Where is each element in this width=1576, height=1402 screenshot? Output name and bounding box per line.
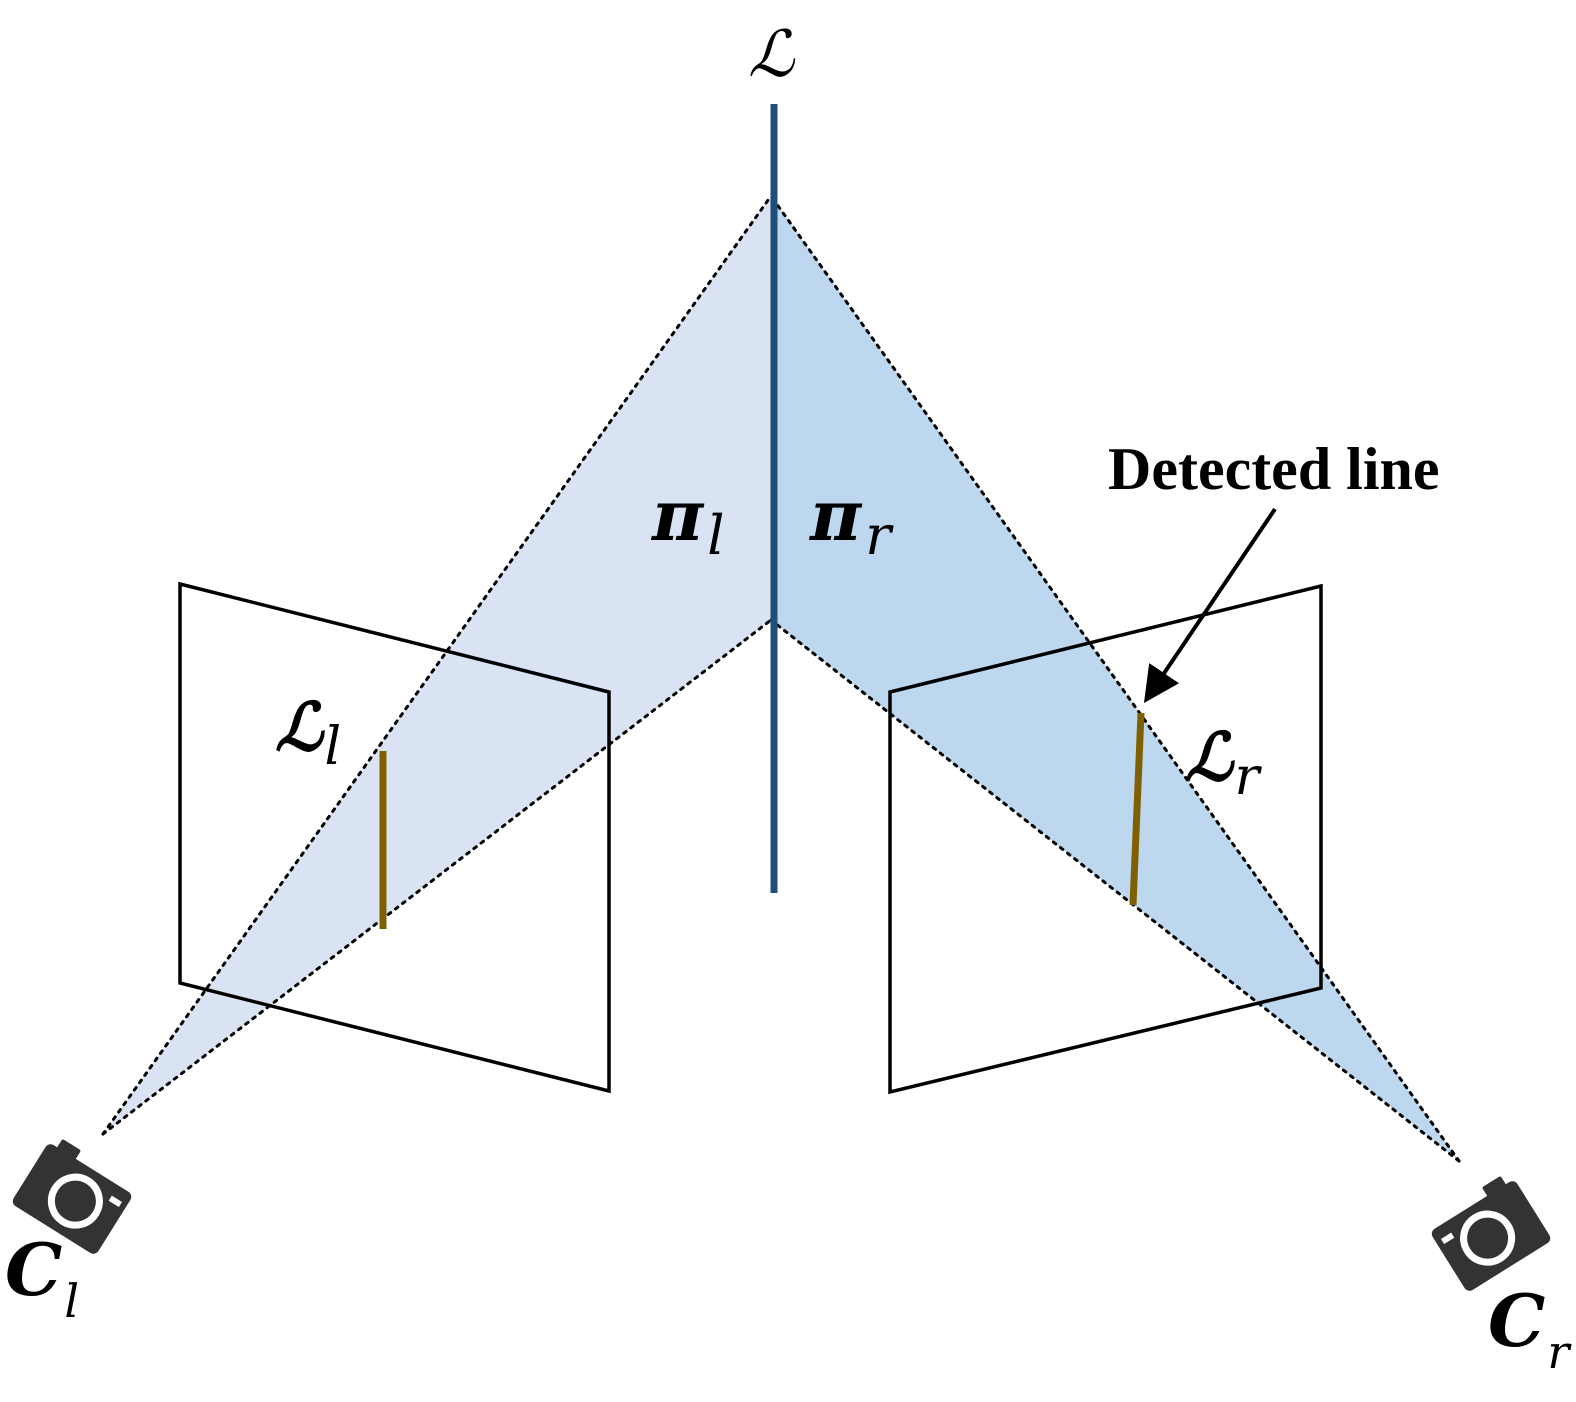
image-plane-left	[178, 581, 611, 1094]
label-line-3d: ℒ	[748, 18, 796, 92]
detected-line-arrow	[1143, 507, 1277, 703]
label-projected-line-right: ℒr	[1185, 718, 1263, 807]
image-plane-right	[888, 583, 1323, 1095]
projection-ray-left-top	[101, 194, 773, 1136]
camera-icon	[12, 1139, 132, 1254]
label-camera-left: Cl	[5, 1227, 79, 1328]
label-plane-right: πr	[808, 474, 894, 567]
label-plane-left: πl	[650, 474, 725, 567]
detected-line-label: Detected line	[1108, 436, 1440, 502]
projection-ray-right-bottom	[769, 618, 1461, 1163]
camera-icon	[1431, 1176, 1551, 1291]
projection-ray-right-top	[769, 194, 1461, 1163]
label-projected-line-left: ℒl	[275, 688, 341, 777]
label-camera-right: Cr	[1488, 1278, 1572, 1379]
projection-ray-left-bottom	[101, 618, 773, 1136]
projected-line-right	[1129, 712, 1145, 906]
